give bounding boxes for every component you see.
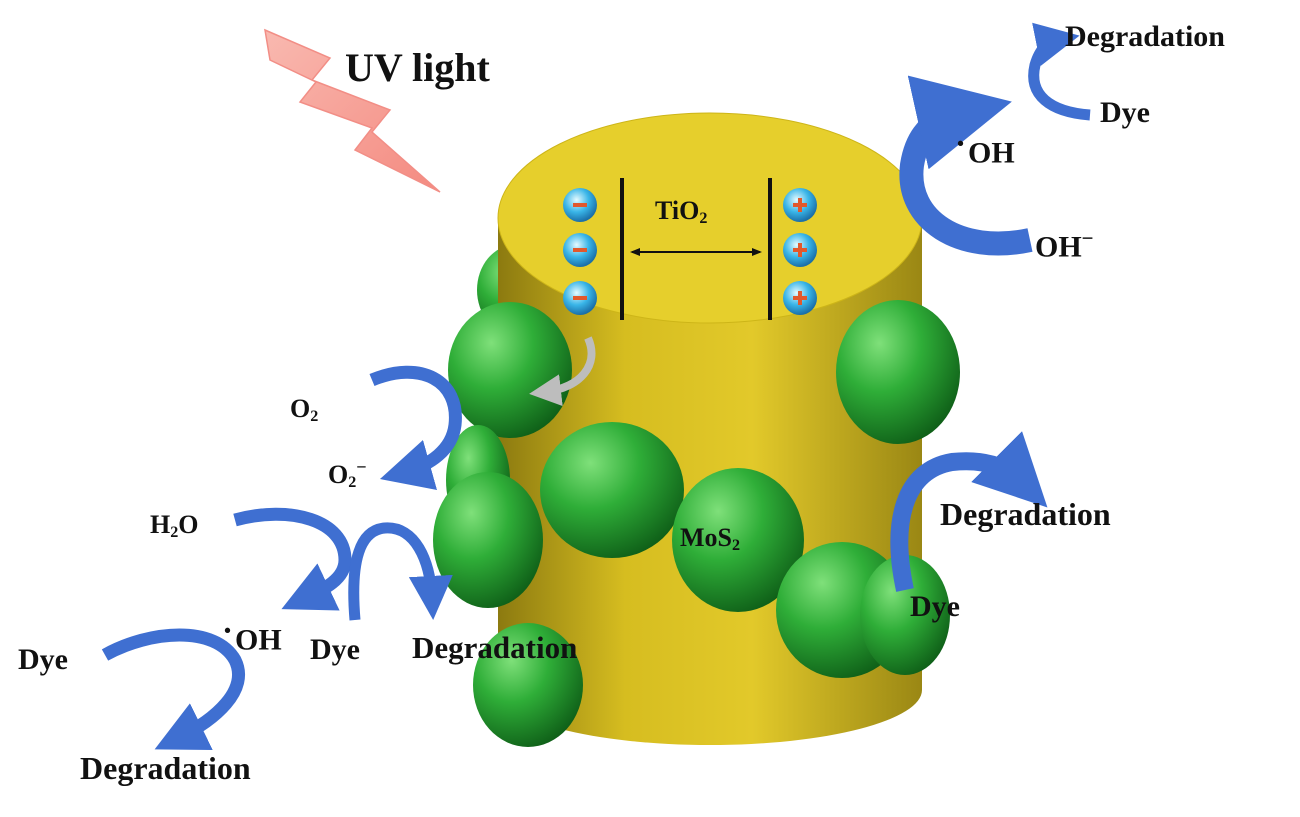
electron-icon <box>563 281 597 315</box>
oh-minus-label: OH− <box>1035 226 1094 264</box>
dye-label-right: Dye <box>910 590 960 623</box>
electron-transfer-arrow <box>529 336 596 407</box>
mos2-particle <box>540 422 684 558</box>
arrow-dye-to-degradation-left <box>101 628 245 750</box>
hole-icon <box>783 281 817 315</box>
tio2-cylinder-top <box>497 112 923 324</box>
tio2-label: TiO2 <box>655 196 708 228</box>
hole-icon <box>783 188 817 222</box>
degradation-label-mid: Degradation <box>412 630 578 665</box>
mos2-particle <box>473 623 583 747</box>
degradation-label-right: Degradation <box>940 496 1111 532</box>
dye-label-top-right: Dye <box>1100 96 1150 129</box>
mos2-particle <box>836 300 960 444</box>
mos2-label: MoS2 <box>680 523 741 555</box>
arrow-ohminus-to-ohradical <box>899 75 1033 256</box>
dye-label-mid: Dye <box>310 633 360 666</box>
degradation-label-bottom-left: Degradation <box>80 750 251 786</box>
oh-radical-label-left: ·OH <box>222 613 282 657</box>
uv-light-label: UV light <box>345 45 490 90</box>
arrow-dye-to-degradation-mid <box>348 522 453 621</box>
arrow-o2-to-superoxide <box>369 365 462 491</box>
mos2-particle <box>672 468 804 612</box>
mos2-particle <box>433 472 543 608</box>
superoxide-label: O2− <box>328 457 367 492</box>
mos2-particle <box>860 555 950 675</box>
h2o-label: H2O <box>150 510 199 542</box>
lightning-bolt-icon <box>264 28 441 193</box>
oh-radical-label-top: ·OH <box>955 126 1015 170</box>
electron-icon <box>563 188 597 222</box>
degradation-label-top-right: Degradation <box>1065 20 1225 53</box>
arrow-dye-to-degradation-right <box>890 431 1048 592</box>
dye-label-left: Dye <box>18 643 68 676</box>
o2-label: O2 <box>290 394 319 426</box>
electron-icon <box>563 233 597 267</box>
hole-icon <box>783 233 817 267</box>
arrow-h2o-to-ohradical <box>233 507 352 611</box>
arrow-dye-to-degradation-top <box>1028 22 1091 121</box>
mos2-particle <box>448 302 572 438</box>
